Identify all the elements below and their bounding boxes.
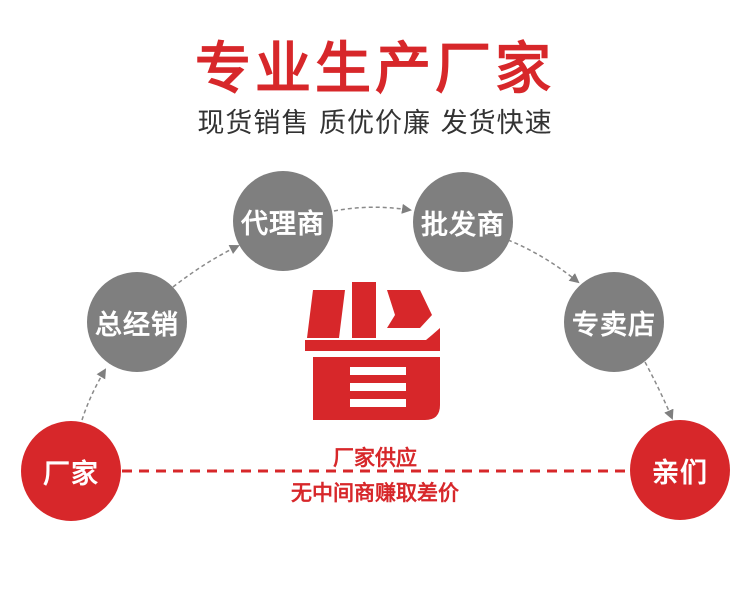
node-store: 专卖店 [564,272,664,372]
node-wholesaler: 批发商 [413,172,513,272]
arrow-factory-to-general [81,368,107,421]
arrow-wholesaler-to-store [507,239,580,284]
node-customers: 亲们 [630,420,730,520]
node-general-distributor-label: 总经销 [95,309,179,341]
node-factory: 厂家 [21,421,121,521]
arrow-agent-to-wholesaler [333,203,412,214]
node-agent: 代理商 [233,171,333,271]
save-money-sheng-icon [305,282,440,420]
dashed-arrows [81,203,674,421]
node-agent-label: 代理商 [241,208,325,240]
direct-supply-caption: 厂家供应 [333,446,417,470]
node-customers-label: 亲们 [652,457,708,489]
page-subtitle: 现货销售 质优价廉 发货快速 [197,108,553,139]
page-title: 专业生产厂家 [195,37,555,102]
no-middleman-caption: 无中间商赚取差价 [291,481,459,505]
node-general-distributor: 总经销 [87,272,187,372]
arrow-general-to-agent [172,244,240,288]
node-wholesaler-label: 批发商 [421,209,505,241]
arrow-store-to-customers [644,361,674,420]
node-factory-label: 厂家 [43,458,99,490]
node-store-label: 专卖店 [572,309,656,341]
